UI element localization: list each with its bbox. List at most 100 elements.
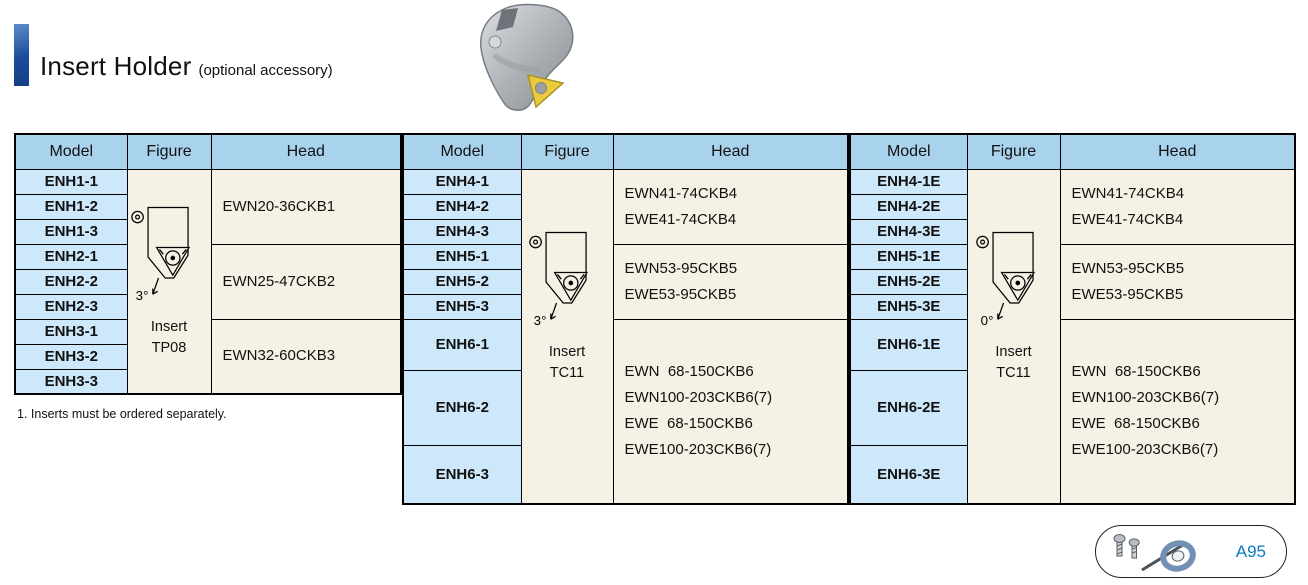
table-header-row: Model Figure Head (849, 133, 1296, 170)
insert-type: TC11 (549, 365, 585, 382)
head-cell: EWN41-74CKB4 EWE41-74CKB4 (612, 168, 849, 245)
insert-label: Insert (150, 319, 188, 336)
table-row: ENH5-2 (402, 268, 848, 295)
col-header-model: Model (849, 133, 968, 170)
head-cell: EWN41-74CKB4 EWE41-74CKB4 (1059, 168, 1296, 245)
model-cell: ENH5-2 (402, 268, 522, 295)
table-row: ENH6-3 (402, 444, 848, 505)
table-row: ENH4-1E 0° (849, 168, 1296, 505)
holder-table-group-1: Model Figure Head ENH1-1 (14, 133, 402, 395)
figure-cell: 3° Insert TC11 (520, 168, 614, 505)
screw-icon (1113, 533, 1126, 556)
model-cell: ENH5-3E (849, 293, 968, 320)
holder-side-view-drawing: 3° (529, 232, 589, 328)
model-cell: ENH3-2 (14, 343, 128, 370)
head-cell: EWN53-95CKB5 EWE53-95CKB5 (612, 243, 849, 320)
page-ref-box: A95 (1095, 525, 1287, 578)
angle-annotation: 3° (534, 313, 547, 328)
col-header-figure: Figure (126, 133, 212, 170)
title-accent-bar (14, 24, 29, 86)
table-row: ENH5-3E (849, 293, 1295, 320)
model-cell: ENH4-3E (849, 218, 968, 245)
model-cell: ENH5-1 (402, 243, 522, 270)
screw-icon (1128, 537, 1140, 558)
figure-cell: 0° Insert TC11 (966, 168, 1061, 505)
insert-screw-hole (535, 82, 547, 94)
model-cell: ENH4-1 (402, 168, 522, 195)
model-cell: ENH2-2 (14, 268, 128, 295)
table-row: ENH6-1 EWN 68-150CKB6 EWN100-203CKB6(7) … (402, 318, 849, 505)
col-header-model: Model (14, 133, 128, 170)
model-cell: ENH6-1E (849, 318, 968, 371)
holder-side-view-drawing: 3° (131, 207, 191, 303)
model-cell: ENH6-2 (402, 369, 522, 446)
model-cell: ENH4-3 (402, 218, 522, 245)
model-cell: ENH6-3E (849, 444, 968, 505)
screws-and-ring-icon (1113, 533, 1196, 572)
page-title: Insert Holder (40, 51, 192, 81)
model-cell: ENH4-2E (849, 193, 968, 220)
model-cell: ENH2-3 (14, 293, 128, 320)
table-row: ENH4-3E (849, 218, 1295, 245)
model-cell: ENH6-3 (402, 444, 522, 505)
table-row: ENH3-2 (14, 343, 401, 370)
table-row: ENH5-3 (402, 293, 848, 320)
table-row: ENH4-3 (402, 218, 848, 245)
angle-annotation: 0° (980, 313, 993, 328)
head-cell: EWN32-60CKB3 (210, 318, 402, 395)
table-row: ENH5-2E (849, 268, 1295, 295)
table-row: ENH4-1 3° (402, 168, 849, 505)
model-cell: ENH6-1 (402, 318, 522, 371)
table-row: ENH3-1 EWN32-60CKB3 (14, 318, 402, 395)
head-cell: EWN53-95CKB5 EWE53-95CKB5 (1059, 243, 1296, 320)
insert-type: TP08 (151, 340, 187, 357)
holder-table-group-3: Model Figure Head ENH4-1E (849, 133, 1296, 505)
model-cell: ENH2-1 (14, 243, 128, 270)
col-header-head: Head (210, 133, 402, 170)
table-row: ENH2-2 (14, 268, 401, 295)
page-subtitle: (optional accessory) (198, 62, 333, 79)
col-header-head: Head (1059, 133, 1296, 170)
head-cell: EWN20-36CKB1 (210, 168, 402, 245)
insert-holder-photo (480, 3, 574, 111)
head-cell: EWN 68-150CKB6 EWN100-203CKB6(7) EWE 68-… (1059, 318, 1296, 505)
insert-holder-tables: Model Figure Head ENH1-1 (14, 133, 1296, 505)
table-row: ENH6-1E EWN 68-150CKB6 EWN100-203CKB6(7)… (849, 318, 1296, 505)
insert-label: Insert (548, 344, 586, 361)
table-row: ENH2-1 EWN25-47CKB2 (14, 243, 402, 320)
table-row: ENH6-3E (849, 444, 1295, 505)
model-cell: ENH1-3 (14, 218, 128, 245)
model-cell: ENH4-1E (849, 168, 968, 195)
model-cell: ENH1-1 (14, 168, 128, 195)
col-header-head: Head (612, 133, 849, 170)
col-header-figure: Figure (966, 133, 1061, 170)
model-cell: ENH1-2 (14, 193, 128, 220)
figure-cell: 3° Insert TP08 (126, 168, 212, 395)
model-cell: ENH5-2E (849, 268, 968, 295)
holder-table-group-2: Model Figure Head ENH4-1 (402, 133, 849, 505)
table-row: ENH1-1 3° (14, 168, 402, 395)
model-cell: ENH6-2E (849, 369, 968, 446)
table-header-row: Model Figure Head (402, 133, 849, 170)
table-row: ENH3-3 (14, 368, 401, 395)
model-cell: ENH3-3 (14, 368, 128, 395)
model-cell: ENH5-3 (402, 293, 522, 320)
insert-type: TC11 (996, 365, 1031, 382)
ring-gauge-icon (1141, 539, 1196, 572)
table-row: ENH5-1 EWN53-95CKB5 EWE53-95CKB5 (402, 243, 849, 320)
page-header: Insert Holder (optional accessory) (14, 24, 333, 86)
holder-shading (492, 52, 541, 73)
table-header-row: Model Figure Head (14, 133, 402, 170)
table-row: ENH4-2 (402, 193, 848, 220)
head-cell: EWN 68-150CKB6 EWN100-203CKB6(7) EWE 68-… (612, 318, 849, 505)
table-row: ENH2-3 (14, 293, 401, 320)
head-cell: EWN25-47CKB2 (210, 243, 402, 320)
model-cell: ENH3-1 (14, 318, 128, 345)
footnote: 1. Inserts must be ordered separately. (17, 407, 227, 421)
insert-label: Insert (995, 344, 1032, 361)
model-cell: ENH4-2 (402, 193, 522, 220)
holder-side-view-drawing: 0° (975, 232, 1035, 328)
table-row: ENH4-2E (849, 193, 1295, 220)
col-header-model: Model (402, 133, 522, 170)
table-row: ENH6-2E (849, 369, 1295, 446)
